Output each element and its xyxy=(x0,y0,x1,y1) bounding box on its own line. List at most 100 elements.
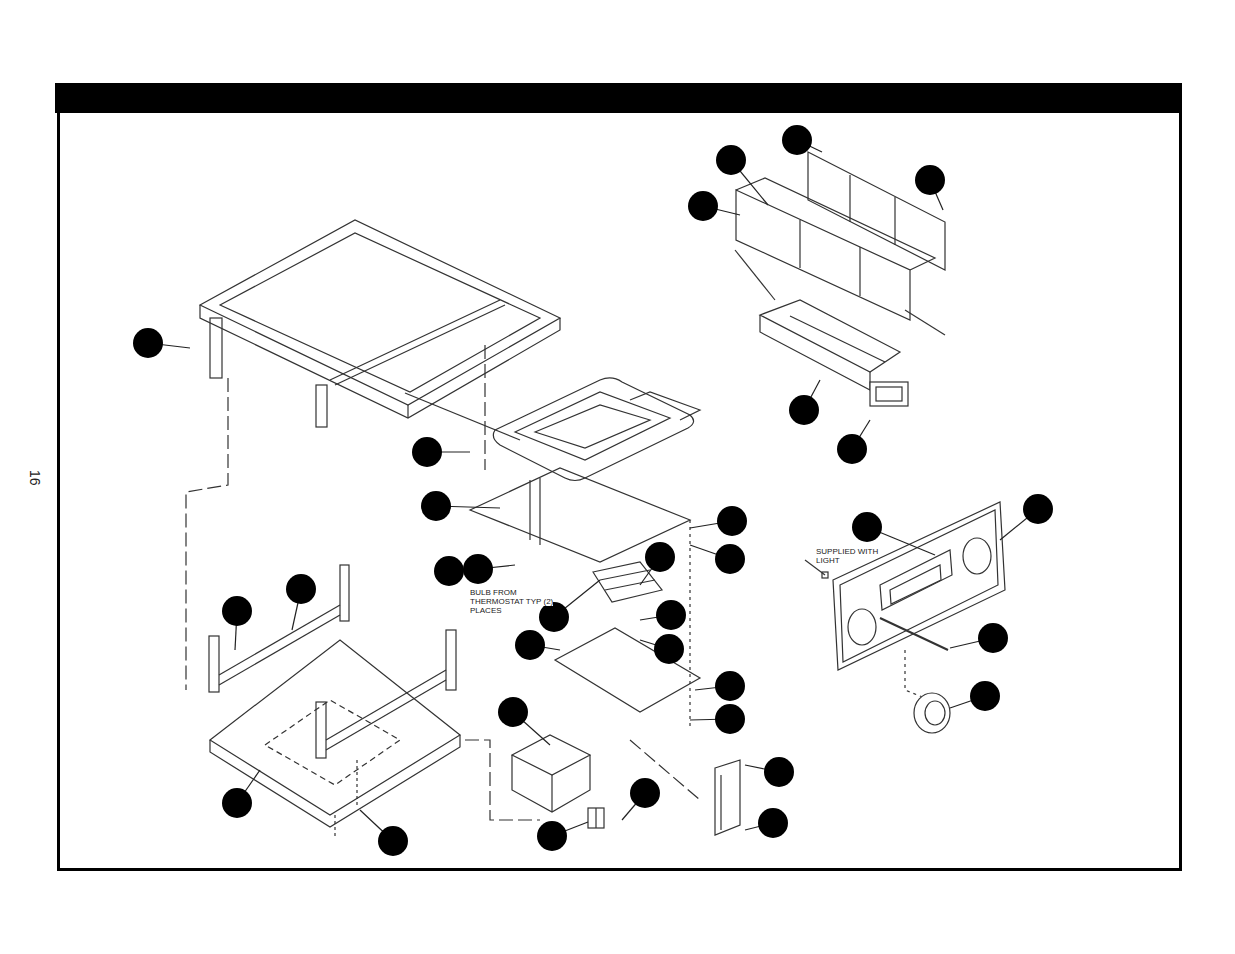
part-outline xyxy=(735,250,775,300)
part-outline xyxy=(760,315,870,390)
part-outline xyxy=(316,702,326,758)
part-outline xyxy=(210,735,460,827)
callout-bubble xyxy=(133,328,163,358)
part-outline xyxy=(963,538,991,574)
part-outline xyxy=(760,300,900,372)
callout-bubble xyxy=(630,778,660,808)
note-text: BULB FROM THERMOSTAT TYP (2) PLACES xyxy=(470,589,554,615)
callout-bubble xyxy=(789,395,819,425)
part-outline xyxy=(209,636,219,692)
callout-bubble xyxy=(852,512,882,542)
callout-bubble xyxy=(758,808,788,838)
callout-bubble xyxy=(715,544,745,574)
part-outline xyxy=(484,345,485,470)
part-outline xyxy=(356,760,357,808)
part-outline xyxy=(870,382,908,406)
part-outline xyxy=(715,760,740,835)
callout-bubble xyxy=(222,596,252,626)
part-outline xyxy=(555,628,700,712)
part-outline xyxy=(736,178,935,270)
part-outline xyxy=(905,650,930,700)
callout-bubble xyxy=(286,574,316,604)
part-outline xyxy=(186,378,228,690)
part-outline xyxy=(890,565,941,604)
part-outline xyxy=(880,550,952,610)
page-number: 16 xyxy=(27,470,43,486)
part-outline xyxy=(790,316,885,362)
part-outline xyxy=(265,700,400,785)
callout-bubble xyxy=(537,821,567,851)
callout-bubble xyxy=(782,125,812,155)
exploded-parts xyxy=(186,152,1005,838)
part-outline xyxy=(849,175,850,222)
part-outline xyxy=(210,640,460,815)
part-outline xyxy=(736,190,910,320)
part-outline xyxy=(840,510,998,662)
callout-bubble xyxy=(463,554,493,584)
callout-bubble xyxy=(222,788,252,818)
callout-bubble xyxy=(915,165,945,195)
part-outline xyxy=(588,808,604,828)
part-outline xyxy=(210,318,222,378)
part-outline xyxy=(335,305,505,385)
part-outline xyxy=(220,233,540,392)
part-outline xyxy=(925,701,945,725)
part-outline xyxy=(535,405,650,448)
part-outline xyxy=(630,392,700,420)
part-outline xyxy=(334,815,335,838)
part-outline xyxy=(493,378,693,481)
note-text: SUPPLIED WITH LIGHT xyxy=(816,547,878,565)
part-outline xyxy=(833,502,1005,670)
callout-bubble xyxy=(716,145,746,175)
callout-bubble xyxy=(837,434,867,464)
part-outline xyxy=(407,405,408,418)
callout-bubble xyxy=(717,506,747,536)
part-outline xyxy=(515,392,670,460)
callout-bubble xyxy=(764,757,794,787)
note-text: SUPPLIED WITH LIGHT xyxy=(816,548,880,566)
callout-bubble xyxy=(715,704,745,734)
part-outline xyxy=(446,630,456,690)
part-outline xyxy=(330,300,500,380)
part-outline xyxy=(512,755,590,812)
part-outline xyxy=(600,570,650,580)
callout-bubble xyxy=(421,491,451,521)
frame xyxy=(59,85,1181,870)
part-outline xyxy=(326,670,446,740)
callout-bubble xyxy=(688,191,718,221)
callout-bubble xyxy=(378,826,408,856)
part-outline xyxy=(539,478,540,545)
callout-bubble xyxy=(654,634,684,664)
part-outline xyxy=(605,580,655,590)
page-number: 16 xyxy=(26,466,41,490)
part-outline xyxy=(859,247,860,296)
part-outline xyxy=(551,775,552,812)
part-outline xyxy=(512,735,590,775)
part-outline xyxy=(405,393,520,440)
part-outline xyxy=(876,387,902,401)
callout-bubble xyxy=(539,602,569,632)
part-outline xyxy=(200,305,560,418)
part-outline xyxy=(914,693,950,733)
part-outline xyxy=(326,680,446,750)
part-outline xyxy=(905,310,945,335)
callout-bubble xyxy=(978,623,1008,653)
part-outline xyxy=(848,609,876,645)
part-outline xyxy=(894,197,895,245)
part-outline xyxy=(799,220,800,268)
part-outline xyxy=(720,775,721,830)
callout-bubble xyxy=(498,697,528,727)
callout-bubble xyxy=(515,630,545,660)
callout-bubble xyxy=(970,681,1000,711)
part-outline xyxy=(316,385,327,427)
callout-bubble xyxy=(1023,494,1053,524)
part-outline xyxy=(340,565,349,621)
part-outline xyxy=(689,520,690,730)
note-text: BULB FROM THERMOSTAT TYP (2) PLACES xyxy=(470,588,553,615)
callout-bubble xyxy=(434,556,464,586)
header-bar xyxy=(55,83,1182,113)
part-outline xyxy=(595,808,596,828)
part-outline xyxy=(880,618,948,650)
callout-bubble xyxy=(412,437,442,467)
